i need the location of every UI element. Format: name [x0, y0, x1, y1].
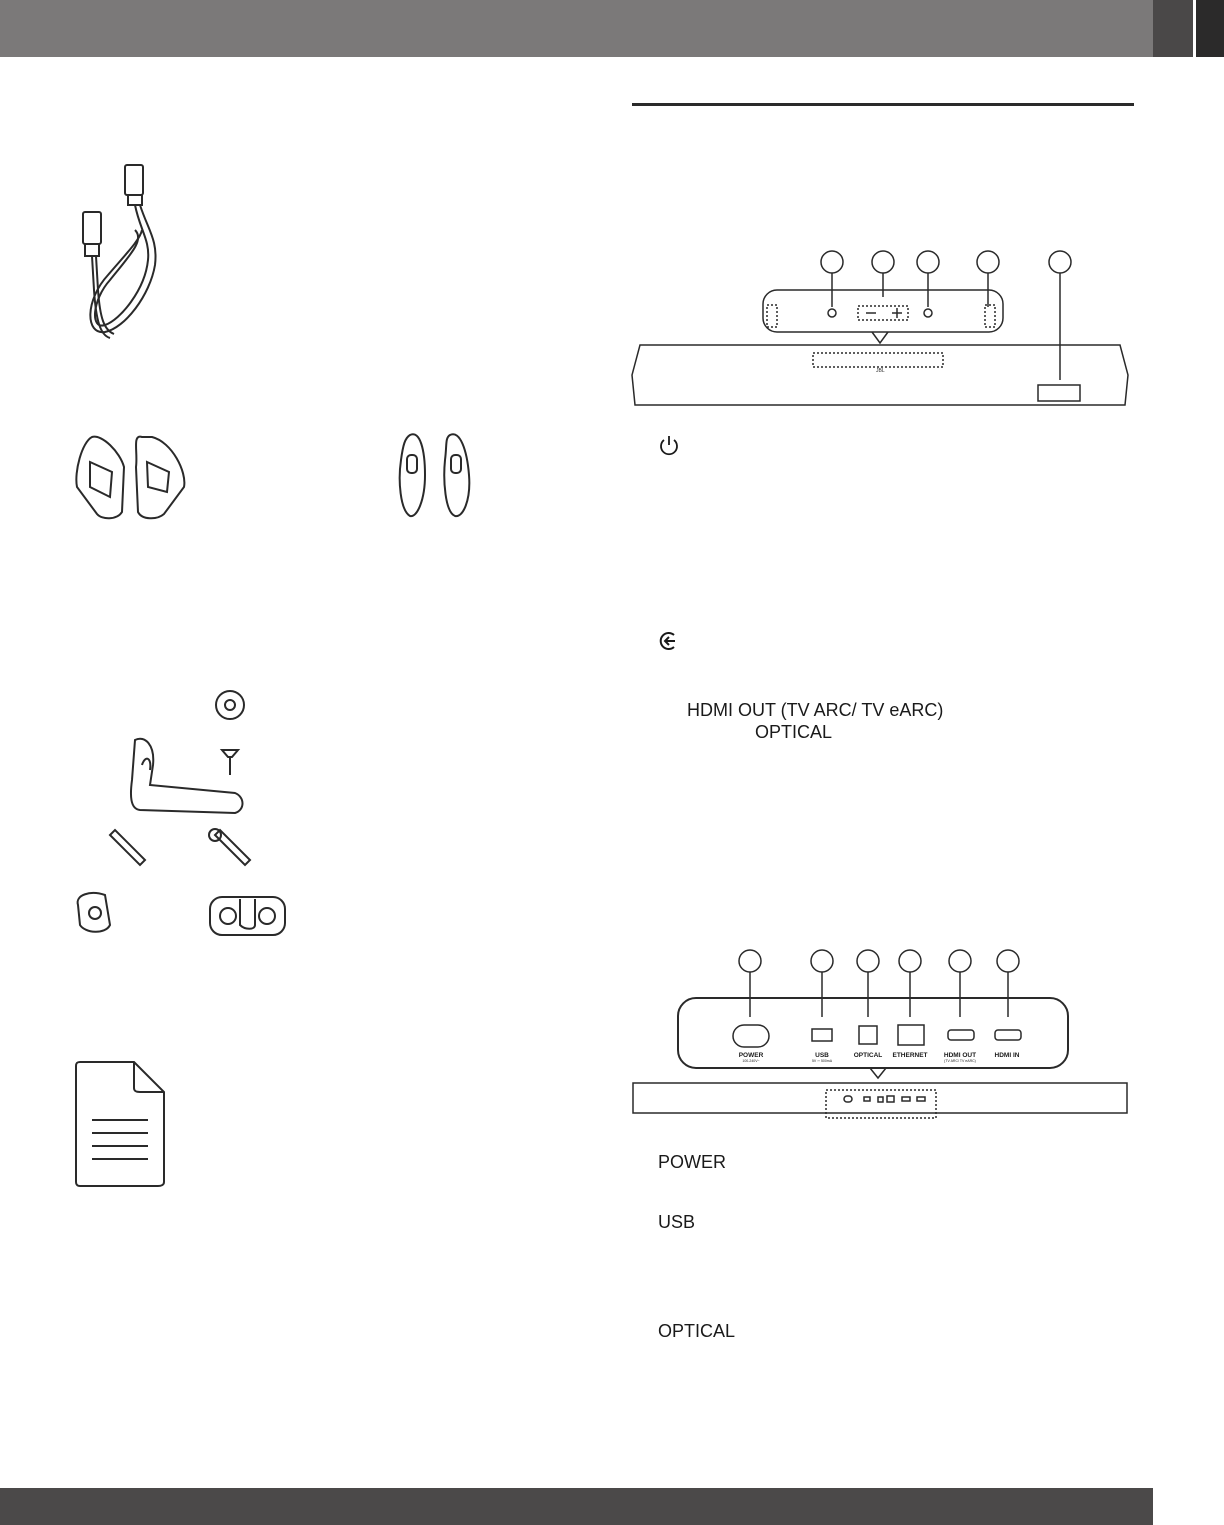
port-label-power: POWER	[739, 1052, 764, 1059]
hdmi-out-text: HDMI OUT (TV ARC/ TV eARC)	[687, 700, 944, 720]
rear-panel-diagram: POWER USB OPTICAL ETHERNET HDMI OUT HDMI…	[632, 949, 1128, 1119]
wall-mount-kit-icon	[76, 690, 286, 936]
callout-1	[820, 250, 844, 274]
connector-power-heading: POWER	[658, 1152, 727, 1172]
port-label-ethernet: ETHERNET	[892, 1052, 927, 1059]
callout-5	[1048, 250, 1072, 274]
soundbar-feet-icon	[75, 435, 186, 520]
section-rule	[632, 103, 1134, 106]
port-sub-power: 100-240V~	[742, 1059, 759, 1063]
port-label-hdmi-out: HDMI OUT	[944, 1052, 976, 1059]
connector-usb-heading: USB	[658, 1212, 696, 1232]
hdmi-cable-icon	[82, 164, 157, 339]
connector-optical-heading: OPTICAL	[658, 1321, 736, 1341]
soundbar-feet-alt-icon	[398, 433, 471, 518]
header-bar	[0, 0, 1153, 57]
port-label-optical: OPTICAL	[854, 1052, 883, 1059]
callout-4	[976, 250, 1000, 274]
power-icon	[660, 436, 678, 456]
source-input-icon	[659, 632, 675, 650]
document-icon	[75, 1061, 165, 1187]
port-sub-hdmi-out: (TV ARC/ TV eARC)	[944, 1059, 976, 1063]
port-sub-usb: 5V ⎓ 500mA	[812, 1059, 833, 1063]
callout-3	[916, 250, 940, 274]
callout-2	[871, 250, 895, 274]
port-label-usb: USB	[815, 1052, 829, 1059]
header-tab-block	[1153, 0, 1193, 57]
header-corner-block	[1196, 0, 1224, 57]
top-panel-diagram: JBL	[631, 250, 1129, 406]
footer-bar	[0, 1488, 1153, 1525]
port-label-hdmi-in: HDMI IN	[995, 1052, 1020, 1059]
optical-text: OPTICAL	[755, 722, 833, 742]
svg-text:JBL: JBL	[876, 368, 885, 374]
